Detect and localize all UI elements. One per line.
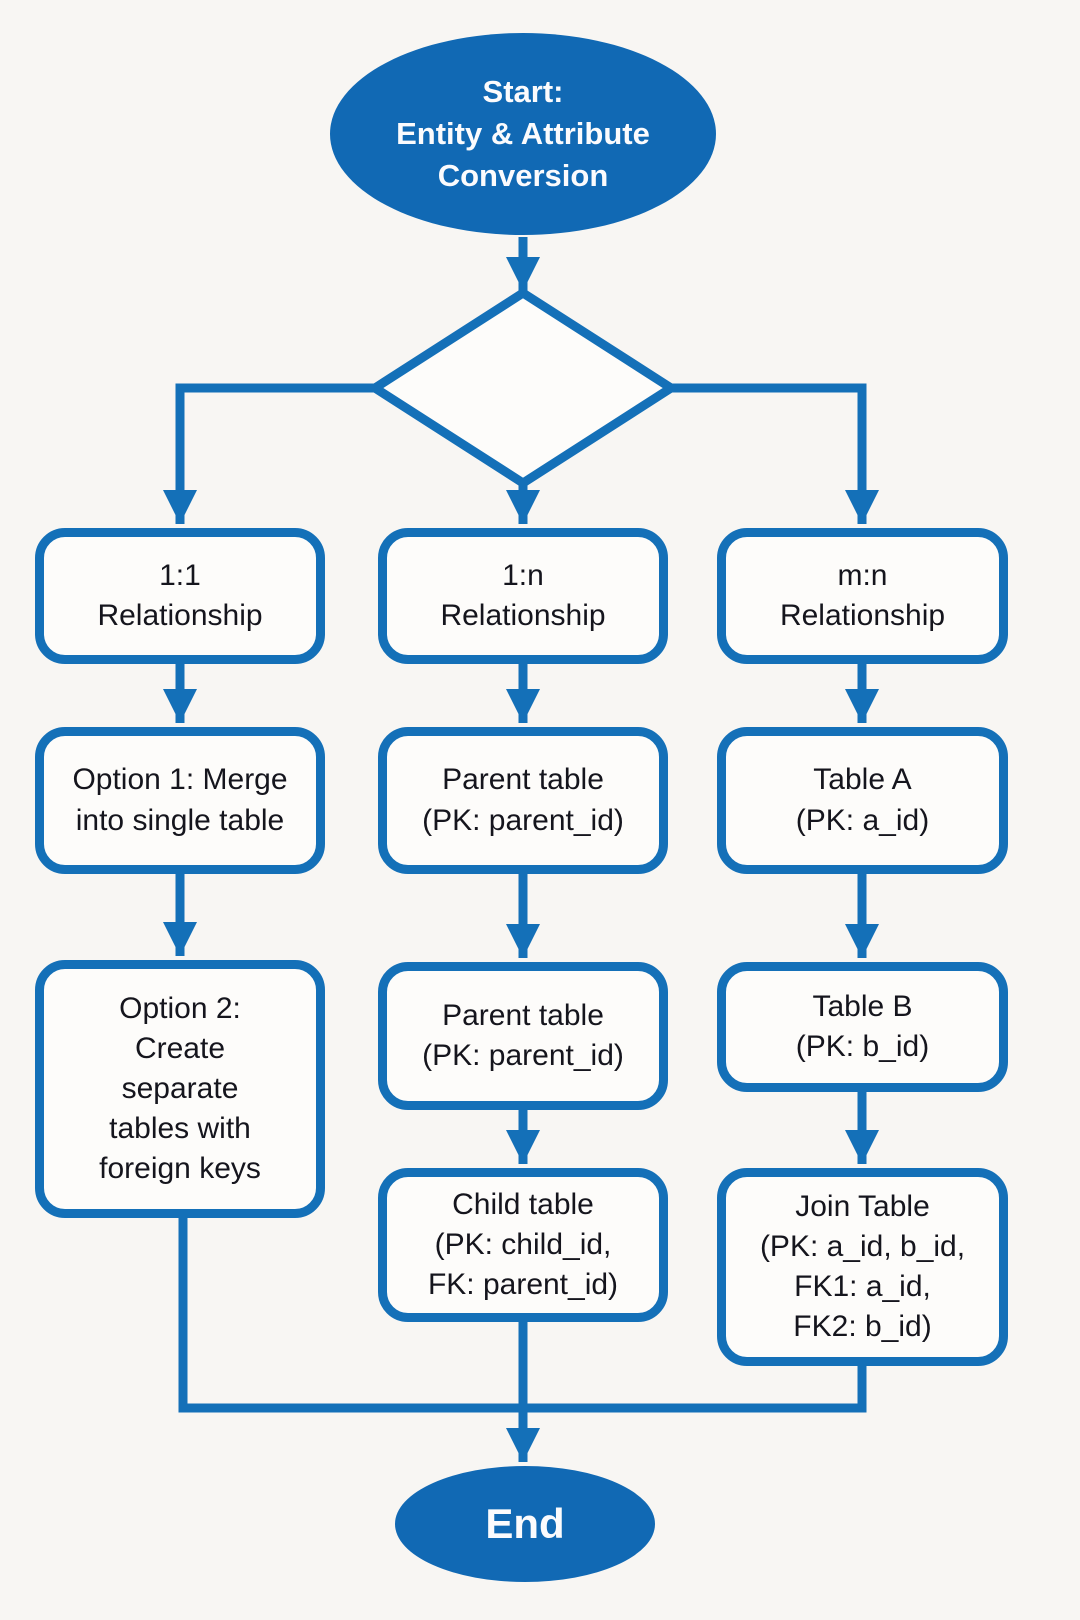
node-table-b-label: Table B (PK: b_id): [795, 989, 930, 1063]
node-1-1-relationship-label: 1:1 Relationship: [97, 558, 263, 632]
node-parent-table-2: Parent table (PK: parent_id): [378, 962, 668, 1110]
node-option-2: Option 2: Create separate tables with fo…: [35, 960, 325, 1218]
node-option-1-label: Option 1: Merge into single table: [72, 763, 288, 837]
node-table-a-label: Table A (PK: a_id): [795, 763, 930, 837]
end-node: End: [395, 1466, 655, 1582]
node-join-table: Join Table (PK: a_id, b_id, FK1: a_id, F…: [717, 1168, 1008, 1366]
node-m-n-relationship-label: m:n Relationship: [779, 558, 946, 632]
node-child-table: Child table (PK: child_id, FK: parent_id…: [378, 1168, 668, 1322]
end-label: End: [485, 1499, 565, 1547]
node-m-n-relationship: m:n Relationship: [717, 528, 1008, 664]
node-join-table-label: Join Table (PK: a_id, b_id, FK1: a_id, F…: [759, 1189, 966, 1344]
arrow-decision-to-mton: [671, 383, 879, 524]
node-option-2-label: Option 2: Create separate tables with fo…: [99, 991, 261, 1186]
start-label: Start: Entity & Attribute Conversion: [396, 74, 650, 193]
start-node: Start: Entity & Attribute Conversion: [330, 33, 716, 235]
node-1-n-relationship-label: 1:n Relationship: [440, 558, 606, 632]
node-1-1-relationship: 1:1 Relationship: [35, 528, 325, 664]
arrow-decision-to-1to1: [163, 383, 375, 524]
node-1-n-relationship: 1:n Relationship: [378, 528, 668, 664]
node-parent-table-2-label: Parent table (PK: parent_id): [422, 998, 624, 1072]
node-table-a: Table A (PK: a_id): [717, 727, 1008, 874]
decision-diamond: [366, 287, 680, 489]
node-parent-table-1-label: Parent table (PK: parent_id): [422, 763, 624, 837]
node-parent-table-1: Parent table (PK: parent_id): [378, 727, 668, 874]
node-child-table-label: Child table (PK: child_id, FK: parent_id…: [427, 1187, 619, 1302]
node-table-b: Table B (PK: b_id): [717, 962, 1008, 1092]
node-option-1: Option 1: Merge into single table: [35, 727, 325, 874]
